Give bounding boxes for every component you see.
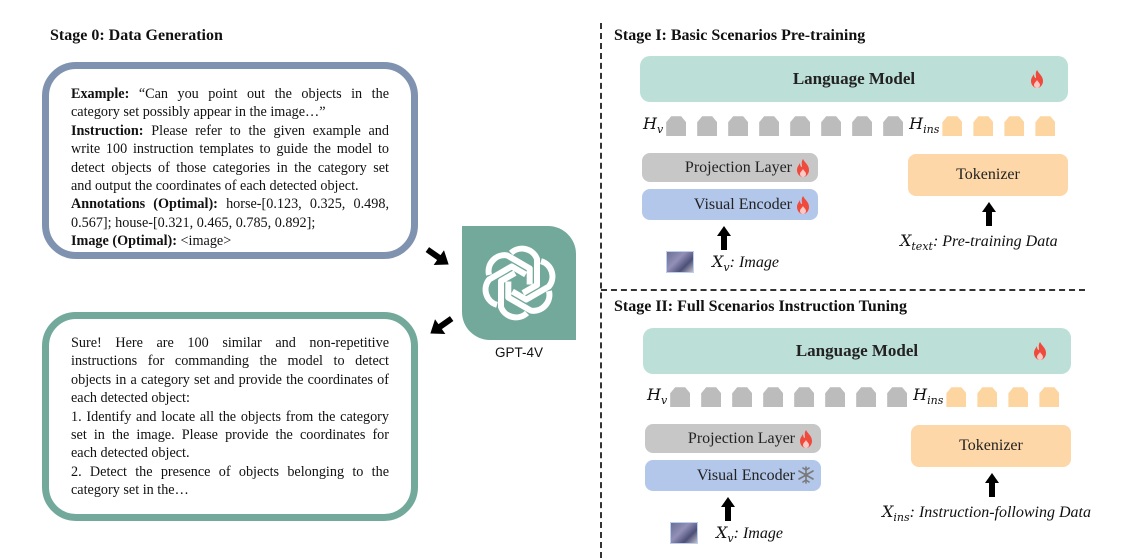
stage2-projection-layer: Projection Layer (645, 424, 821, 453)
stage2-title: Stage II: Full Scenarios Instruction Tun… (614, 298, 907, 315)
visual-token (821, 116, 842, 137)
annotations-text: horse-[0.123, 0.325, 0.498, 0.567]; hous… (71, 196, 389, 231)
stage1-tokenizer: Tokenizer (908, 154, 1068, 196)
stage1-xv-label: Xv: Image (712, 252, 779, 275)
prompt-bubble: Example: “Can you point out the objects … (42, 62, 418, 259)
horizontal-divider (601, 289, 1085, 291)
stage1-tokenizer-label: Tokenizer (956, 166, 1020, 183)
stage2-tokenizer: Tokenizer (911, 425, 1071, 467)
stage1-encoder-flame-icon (796, 196, 810, 214)
instruction-text: Please refer to the given example and wr… (71, 122, 389, 195)
visual-token (670, 387, 691, 408)
annotations-label: Annotations (Optimal): (71, 196, 218, 213)
stage1-language-model-label: Language Model (792, 69, 916, 88)
response-item-2: 2. Detect the presence of objects belong… (71, 463, 389, 499)
stage1-title: Stage I: Basic Scenarios Pre-training (614, 27, 866, 44)
response-bubble: Sure! Here are 100 similar and non-repet… (42, 312, 418, 521)
stage1-image-thumbnail (666, 251, 694, 273)
stage1-projection-flame-icon (796, 159, 810, 177)
stage1-image-up-arrow-icon (717, 226, 731, 250)
text-token (1039, 387, 1060, 408)
visual-token (883, 116, 904, 137)
text-token (942, 116, 963, 137)
visual-token (856, 387, 877, 408)
arrow-from-gpt-icon (430, 316, 454, 334)
stage2-hins-label: Hins (913, 385, 944, 408)
text-token (1004, 116, 1025, 137)
stage2-projection-label: Projection Layer (687, 429, 795, 447)
response-intro: Sure! Here are 100 similar and non-repet… (71, 335, 389, 407)
stage2-language-model-label: Language Model (795, 341, 919, 360)
visual-token (728, 116, 749, 137)
visual-token (790, 116, 811, 137)
response-item-1: 1. Identify and locate all the objects f… (71, 408, 389, 462)
visual-token (697, 116, 718, 137)
image-text: <image> (177, 233, 232, 250)
visual-token (666, 116, 687, 137)
visual-token (825, 387, 846, 408)
stage2-xins-label: Xins: Instruction-following Data (882, 502, 1091, 525)
stage2-hv-label: Hv (647, 385, 668, 408)
text-token (973, 116, 994, 137)
stage2-token-row: Hv Hins (647, 385, 1070, 408)
gpt4v-logo (462, 226, 576, 340)
stage2-language-model: Language Model (643, 328, 1071, 374)
openai-logo-icon (462, 245, 576, 340)
stage2-visual-encoder-label: Visual Encoder (696, 466, 795, 484)
stage1-xtext-label: Xtext: Pre-training Data (900, 231, 1058, 254)
stage1-projection-layer: Projection Layer (642, 153, 818, 182)
text-token (946, 387, 967, 408)
stage2-encoder-snowflake-icon (797, 466, 815, 484)
stage1-lm-flame-icon (1030, 70, 1044, 88)
visual-token (701, 387, 722, 408)
arrow-to-gpt-icon (425, 247, 449, 265)
stage1-visual-encoder-label: Visual Encoder (693, 195, 792, 213)
example-text: “Can you point out the objects in the ca… (71, 86, 389, 121)
image-label: Image (Optimal): (71, 233, 177, 250)
stage2-tokenizer-label: Tokenizer (959, 437, 1023, 454)
visual-token (732, 387, 753, 408)
stage1-token-row: Hv Hins (643, 114, 1066, 137)
stage2-lm-flame-icon (1033, 342, 1047, 360)
visual-token (759, 116, 780, 137)
stage2-image-up-arrow-icon (721, 497, 735, 521)
text-token (1008, 387, 1029, 408)
stage2-visual-encoder: Visual Encoder (645, 460, 821, 491)
visual-token (887, 387, 908, 408)
stage1-hins-label: Hins (909, 114, 940, 137)
stage1-text-up-arrow-icon (982, 202, 996, 226)
gpt4v-label: GPT-4V (494, 345, 543, 360)
stage1-visual-encoder: Visual Encoder (642, 189, 818, 220)
stage1-hv-label: Hv (643, 114, 664, 137)
stage2-text-up-arrow-icon (985, 473, 999, 497)
stage2-xv-label: Xv: Image (716, 523, 783, 546)
example-label: Example: (71, 86, 130, 102)
text-token (977, 387, 998, 408)
stage1-projection-label: Projection Layer (684, 158, 792, 176)
stage2-projection-flame-icon (799, 430, 813, 448)
text-token (1035, 116, 1056, 137)
stage1-language-model: Language Model (640, 56, 1068, 102)
stage2-image-thumbnail (670, 522, 698, 544)
stage0-title: Stage 0: Data Generation (50, 27, 223, 44)
visual-token (763, 387, 784, 408)
visual-token (794, 387, 815, 408)
visual-token (852, 116, 873, 137)
instruction-label: Instruction: (71, 122, 144, 139)
